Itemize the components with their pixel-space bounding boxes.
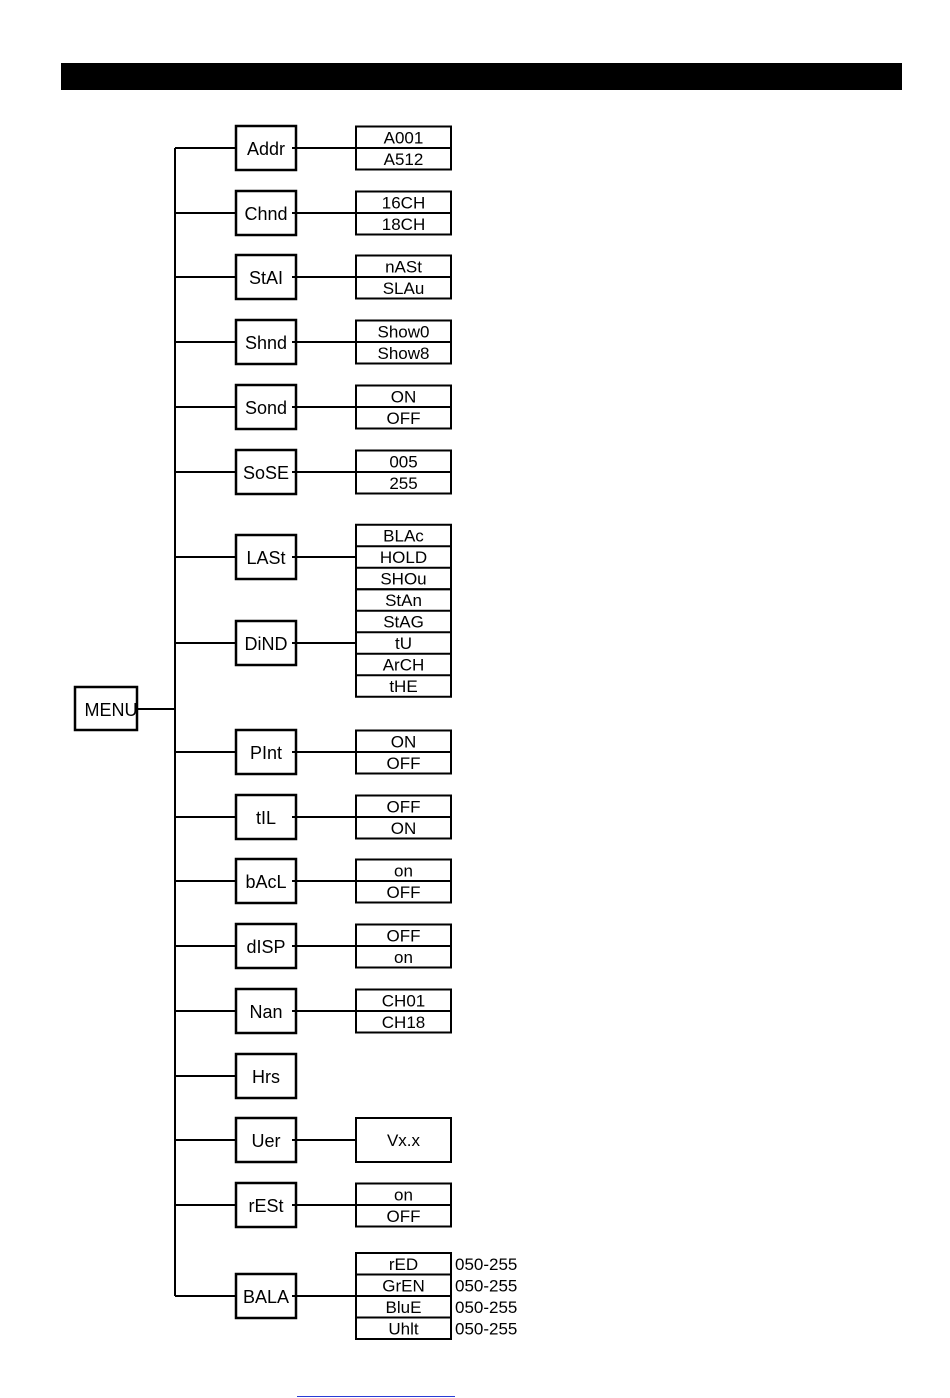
menu-item-label: rESt (248, 1196, 283, 1216)
option-a512: A512 (384, 150, 424, 169)
menu-item-label: Nan (249, 1002, 282, 1022)
menu-item-til: tIL OFF ON (175, 795, 451, 839)
menu-item-uer: Uer Vx.x (175, 1118, 451, 1162)
option-on: on (394, 1185, 413, 1204)
option-ch18: CH18 (382, 1013, 425, 1032)
menu-root-label: MENU (85, 700, 138, 720)
menu-item-label: StAI (249, 268, 283, 288)
option-group-bala: rED050-255GrEN050-255BluE050-255Uhlt050-… (356, 1253, 517, 1339)
option-18ch: 18CH (382, 215, 425, 234)
menu-item-hrs: Hrs (175, 1054, 296, 1098)
option-arch: ArCH (383, 656, 425, 675)
option-on: ON (391, 387, 417, 406)
option-nast: nASt (385, 257, 422, 276)
range-blue: 050-255 (455, 1298, 517, 1317)
menu-item-label: Chnd (244, 204, 287, 224)
option-red: rED (389, 1255, 418, 1274)
option-group-sond: ON OFF (356, 386, 451, 429)
option-group-uer: Vx.x (356, 1118, 451, 1162)
option-tu: tU (395, 634, 412, 653)
menu-item-label: Addr (247, 139, 285, 159)
option-off: OFF (387, 797, 421, 816)
menu-item-pint: PInt ON OFF (175, 730, 451, 774)
option-off: OFF (387, 754, 421, 773)
option-16ch: 16CH (382, 193, 425, 212)
option-blac: BLAc (383, 527, 424, 546)
menu-item-nan: Nan CH01CH18 (175, 989, 451, 1033)
option-group-chnd: 16CH 18CH (356, 192, 451, 235)
menu-item-chnd: Chnd 16CH 18CH (175, 191, 451, 235)
menu-item-label: dISP (246, 937, 285, 957)
menu-item-label: PInt (250, 743, 282, 763)
option-005: 005 (389, 452, 417, 471)
option-vx-x: Vx.x (387, 1131, 421, 1150)
option-show0: Show0 (378, 322, 430, 341)
menu-item-label: Sond (245, 398, 287, 418)
menu-item-label: Hrs (252, 1067, 280, 1087)
menu-item-label: LASt (246, 548, 285, 568)
option-group-til: OFF ON (356, 796, 451, 839)
menu-item-label: Shnd (245, 333, 287, 353)
footer-link-underline (297, 1396, 455, 1397)
option-group-disp: OFF on (356, 925, 451, 968)
option-slau: SLAu (383, 279, 425, 298)
range-red: 050-255 (455, 1255, 517, 1274)
option-group-pint: ON OFF (356, 731, 451, 774)
option-on: on (394, 948, 413, 967)
option-255: 255 (389, 474, 417, 493)
option-show8: Show8 (378, 344, 430, 363)
range-uhlt: 050-255 (455, 1319, 517, 1338)
option-off: OFF (387, 1207, 421, 1226)
option-shou: SHOu (380, 570, 426, 589)
option-on: ON (391, 819, 417, 838)
option-on: on (394, 861, 413, 880)
option-on: ON (391, 732, 417, 751)
menu-item-label: BALA (243, 1287, 289, 1307)
range-gren: 050-255 (455, 1276, 517, 1295)
option-gren: GrEN (382, 1276, 425, 1295)
menu-item-label: Uer (251, 1131, 280, 1151)
option-off: OFF (387, 409, 421, 428)
option-blue: BluE (386, 1298, 422, 1317)
option-the: tHE (389, 677, 417, 696)
menu-item-sond: Sond ON OFF (175, 385, 451, 429)
option-stag: StAG (383, 613, 424, 632)
menu-item-label: SoSE (243, 463, 289, 483)
option-a001: A001 (384, 128, 424, 147)
option-ch01: CH01 (382, 991, 425, 1010)
option-hold: HOLD (380, 548, 427, 567)
option-off: OFF (387, 883, 421, 902)
menu-item-label: bAcL (245, 872, 286, 892)
option-stan: StAn (385, 591, 422, 610)
option-uhlt: Uhlt (388, 1319, 419, 1338)
menu-item-disp: dISP OFF on (175, 924, 451, 968)
option-off: OFF (387, 926, 421, 945)
menu-item-label: tIL (256, 808, 276, 828)
menu-item-label: DiND (245, 634, 288, 654)
